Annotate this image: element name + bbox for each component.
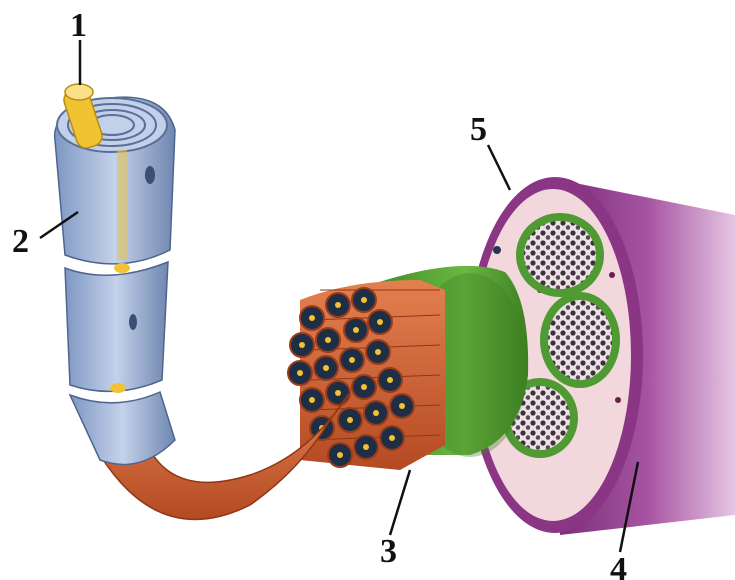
label-4: 4	[610, 551, 627, 580]
label-2: 2	[12, 223, 29, 260]
label-5: 5	[470, 111, 487, 148]
fascicle-top	[516, 213, 604, 297]
fascicle-middle	[540, 292, 620, 388]
myelin-sheath	[55, 97, 175, 464]
label-3: 3	[380, 533, 397, 570]
label-1: 1	[70, 7, 87, 44]
